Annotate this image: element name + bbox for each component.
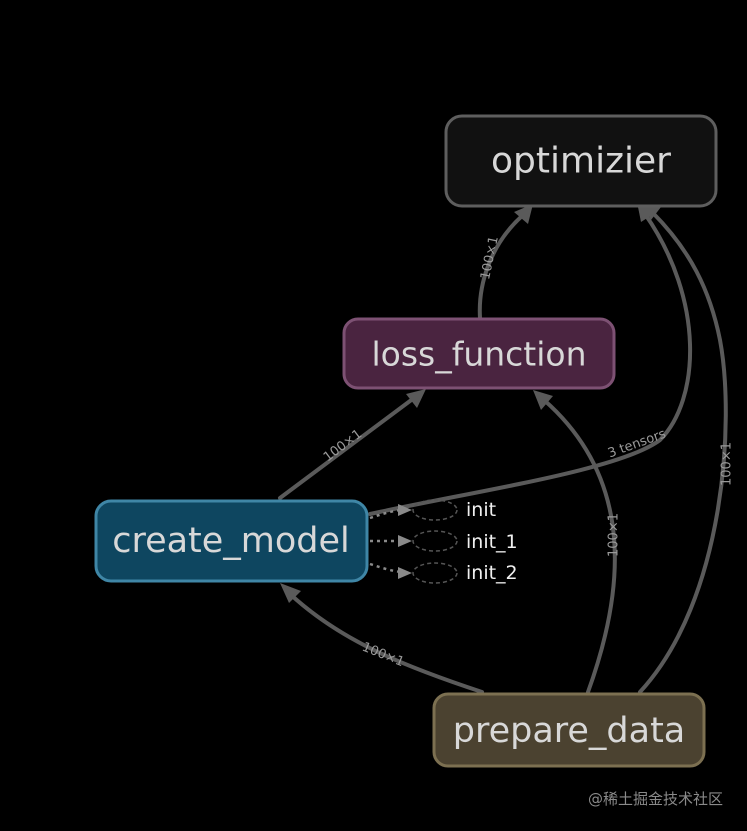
node-label-prepare-data: prepare_data — [453, 711, 686, 751]
watermark-text: @稀土掘金技术社区 — [588, 790, 723, 808]
edge-loss-to-optimizier: 100×1 — [477, 204, 533, 320]
edge-label-data-to-model: 100×1 — [360, 640, 406, 670]
node-prepare-data[interactable]: prepare_data — [432, 692, 706, 768]
edge-label-model-to-optimizier: 3 tensors — [606, 427, 668, 462]
node-label-loss-function: loss_function — [371, 335, 586, 374]
init-label-2: init_2 — [466, 562, 518, 584]
init-label-1: init_1 — [466, 531, 518, 553]
init-connection-2: init_2 — [369, 562, 518, 584]
init-label-0: init — [466, 499, 496, 521]
edge-model-to-loss: 100×1 — [278, 389, 426, 500]
node-loss-function[interactable]: loss_function — [342, 317, 616, 390]
init-connection-1: init_1 — [370, 530, 518, 553]
init-connection-0: init — [369, 499, 496, 521]
node-create-model[interactable]: create_model — [94, 499, 369, 583]
edge-data-to-loss: 100×1 — [533, 390, 622, 694]
node-label-optimizier: optimizier — [491, 141, 671, 182]
edge-label-model-to-loss: 100×1 — [321, 427, 365, 465]
edge-data-to-model: 100×1 — [280, 583, 484, 694]
edge-data-to-optimizier: 100×1 — [638, 202, 735, 694]
edge-label-data-to-optimizier: 100×1 — [720, 442, 735, 486]
edge-label-loss-to-optimizier: 100×1 — [478, 235, 502, 281]
node-label-create-model: create_model — [112, 521, 350, 561]
init-connections: init init_1 init_2 — [369, 499, 518, 584]
node-optimizier[interactable]: optimizier — [444, 114, 718, 208]
edge-label-data-to-loss: 100×1 — [607, 513, 622, 557]
edges: 100×1 100×1 3 tensors 100×1 100×1 — [278, 202, 735, 694]
